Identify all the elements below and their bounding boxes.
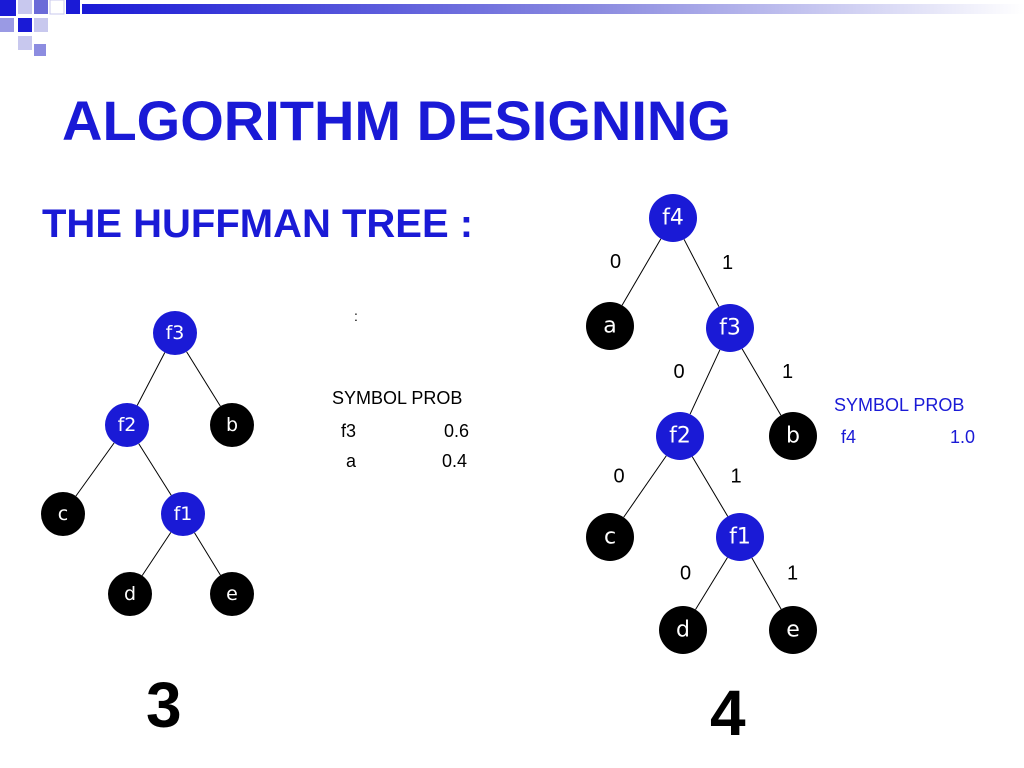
deco-square (18, 18, 32, 32)
deco-square (18, 0, 32, 14)
deco-square (0, 0, 16, 16)
tree-node-b (769, 412, 817, 460)
edge-label: 1 (730, 466, 741, 488)
node-label: b (226, 414, 238, 436)
page-subtitle: THE HUFFMAN TREE : (42, 202, 474, 246)
tree-node-b (210, 403, 254, 447)
edge-label: 0 (680, 563, 691, 585)
node-label: a (603, 314, 616, 339)
table-symbol: a (346, 451, 357, 471)
tree-node-f3 (706, 304, 754, 352)
tree-edge (751, 557, 782, 610)
table-header: SYMBOL PROB (332, 388, 463, 408)
deco-square (34, 44, 46, 56)
table-prob: 1.0 (950, 427, 976, 447)
tree-edge (691, 456, 729, 517)
tree-left: f3 f2 b c f1 d e (41, 311, 254, 616)
tree-edge (75, 442, 115, 497)
page-title: ALGORITHM DESIGNING (62, 89, 731, 152)
deco-bar (82, 4, 1024, 14)
tree-edge (623, 455, 667, 518)
tree-node-a (586, 302, 634, 350)
edge-label: 1 (782, 361, 793, 383)
table-prob: 0.6 (444, 421, 470, 441)
deco-square (66, 0, 80, 14)
tree-edge (741, 348, 782, 416)
step-number-left: 3 (146, 669, 182, 741)
table-prob: 0.4 (442, 451, 468, 471)
node-label: c (58, 503, 68, 525)
tree-edge (621, 238, 662, 306)
edge-label: 1 (787, 563, 798, 585)
node-label: e (786, 618, 800, 643)
node-label: f3 (719, 316, 741, 341)
tree-node-e (210, 572, 254, 616)
node-label: c (604, 525, 616, 550)
node-label: d (124, 583, 136, 605)
node-label: f2 (118, 414, 137, 436)
tree-node-c (41, 492, 85, 536)
tree-edge (138, 443, 172, 496)
tree-edge (689, 349, 721, 415)
deco-square (18, 36, 32, 50)
tree-edge (695, 557, 728, 610)
tree-node-c (586, 513, 634, 561)
node-label: d (676, 618, 690, 643)
tree-edge (136, 352, 166, 406)
tree-node-f1 (716, 513, 764, 561)
node-label: f1 (729, 525, 751, 550)
table-symbol: f4 (841, 427, 857, 447)
tree-edge (186, 351, 221, 407)
tree-node-e (769, 606, 817, 654)
node-label: f2 (669, 424, 691, 449)
tree-edge (141, 532, 172, 576)
tree-node-f2 (656, 412, 704, 460)
tree-node-f4 (649, 194, 697, 242)
table-header: SYMBOL PROB (834, 395, 965, 415)
deco-square (34, 18, 48, 32)
tree-node-f1 (161, 492, 205, 536)
node-label: b (786, 424, 800, 449)
tree-edge (683, 239, 720, 307)
deco-square (0, 18, 14, 32)
node-label: f1 (174, 503, 193, 525)
tree-edge (194, 532, 221, 576)
deco-square (49, 0, 65, 15)
tree-right: 0 1 0 1 0 1 0 1 f4 a f3 f2 b c f1 d e (586, 194, 817, 654)
node-label: f3 (166, 322, 185, 344)
tree-node-f3 (153, 311, 197, 355)
edge-label: 0 (673, 361, 684, 383)
table-symbol: f3 (341, 421, 357, 441)
tree-node-f2 (105, 403, 149, 447)
step-number-right: 4 (710, 677, 746, 749)
colon-mark: : (354, 308, 358, 324)
tree-node-d (108, 572, 152, 616)
edge-label: 0 (610, 251, 621, 273)
node-label: e (226, 583, 238, 605)
header-decoration (0, 0, 1024, 56)
edge-label: 0 (613, 466, 624, 488)
node-label: f4 (662, 206, 684, 231)
tree-node-d (659, 606, 707, 654)
edge-label: 1 (722, 252, 733, 274)
deco-square (34, 0, 48, 14)
